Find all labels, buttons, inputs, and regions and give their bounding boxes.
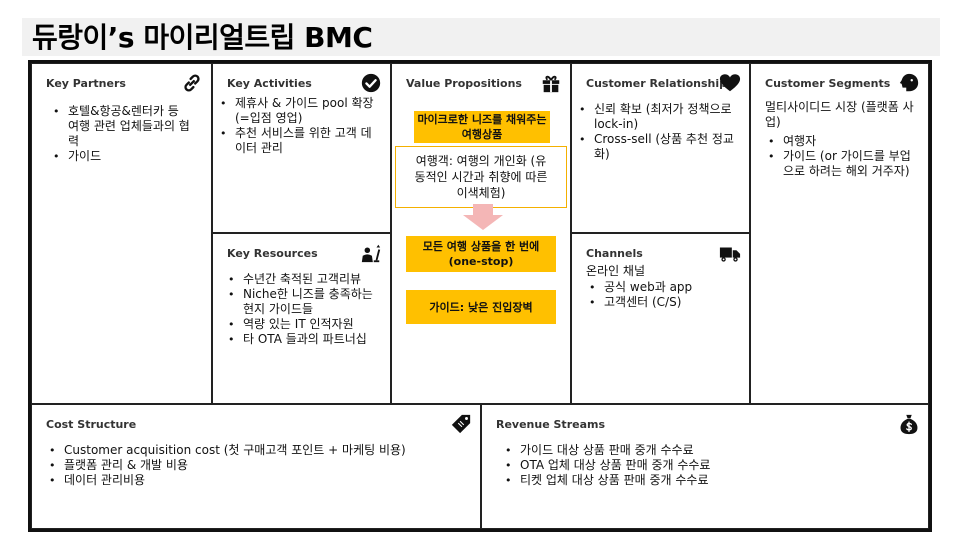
list-item: 여행자 <box>765 134 915 149</box>
channels-heading: Channels <box>586 247 643 260</box>
list-item: 수년간 축적된 고객리뷰 <box>225 272 377 287</box>
check-circle-icon <box>360 72 382 94</box>
key-activities-heading: Key Activities <box>227 77 312 90</box>
bmc-canvas: Key Partners 호텔&항공&렌터카 등 여행 관련 업체들과의 협력 … <box>28 60 932 532</box>
page-title: 듀랑이’s 마이리얼트립 BMC <box>32 21 373 54</box>
list-item: Niche한 니즈를 충족하는 현지 가이드들 <box>225 287 377 317</box>
cost-structure-block: Cost Structure Customer acquisition cost… <box>31 404 481 529</box>
key-resources-heading: Key Resources <box>227 247 318 260</box>
list-item: 타 OTA 들과의 파트너십 <box>225 332 377 347</box>
key-partners-heading: Key Partners <box>46 77 126 90</box>
cost-structure-list: Customer acquisition cost (첫 구매고객 포인트 + … <box>46 443 466 488</box>
list-item: 제휴사 & 가이드 pool 확장 (=입점 영업) <box>217 96 375 126</box>
value-propositions-block: Value Propositions 마이크로한 니즈를 채워주는 여행상품 여… <box>391 63 571 404</box>
value-onestop-box: 모든 여행 상품을 한 번에 (one-stop) <box>406 236 556 272</box>
list-item: 호텔&항공&렌터카 등 여행 관련 업체들과의 협력 <box>50 104 190 149</box>
down-arrow-icon <box>461 204 505 230</box>
value-highlight-box: 마이크로한 니즈를 채워주는 여행상품 <box>414 111 550 143</box>
key-activities-list: 제휴사 & 가이드 pool 확장 (=입점 영업) 추천 서비스를 위한 고객… <box>217 96 375 156</box>
list-item: 가이드 대상 상품 판매 중개 수수료 <box>502 443 902 458</box>
customer-segments-block: Customer Segments 멀티사이디드 시장 (플랫폼 사업) 여행자… <box>750 63 929 404</box>
face-icon <box>898 72 920 94</box>
gift-icon <box>540 72 562 94</box>
list-item: 추천 서비스를 위한 고객 데이터 관리 <box>217 126 375 156</box>
key-activities-block: Key Activities 제휴사 & 가이드 pool 확장 (=입점 영업… <box>212 63 391 233</box>
value-guide-box: 가이드: 낮은 진입장벽 <box>406 290 556 324</box>
cost-structure-heading: Cost Structure <box>46 418 137 431</box>
channels-intro: 온라인 채널 <box>586 264 646 278</box>
list-item: OTA 업체 대상 상품 판매 중개 수수료 <box>502 458 902 473</box>
channels-block: Channels 온라인 채널 공식 web과 app 고객센터 (C/S) <box>571 233 750 404</box>
heart-icon <box>719 72 741 94</box>
value-propositions-heading: Value Propositions <box>406 77 522 90</box>
list-item: Customer acquisition cost (첫 구매고객 포인트 + … <box>46 443 466 458</box>
list-item: 공식 web과 app <box>586 280 736 295</box>
customer-relationships-list: 신뢰 확보 (최저가 정책으로 lock-in) Cross-sell (상품 … <box>576 102 748 162</box>
revenue-streams-heading: Revenue Streams <box>496 418 606 431</box>
list-item: 티켓 업체 대상 상품 판매 중개 수수료 <box>502 473 902 488</box>
customer-segments-intro: 멀티사이디드 시장 (플랫폼 사업) <box>765 100 914 129</box>
key-partners-list: 호텔&항공&렌터카 등 여행 관련 업체들과의 협력 가이드 <box>50 104 190 164</box>
title-band <box>22 18 940 56</box>
customer-relationships-heading: Customer Relationships <box>586 77 734 90</box>
channels-list: 공식 web과 app 고객센터 (C/S) <box>586 280 736 310</box>
customer-relationships-block: Customer Relationships 신뢰 확보 (최저가 정책으로 l… <box>571 63 750 233</box>
list-item: 가이드 (or 가이드를 부업으로 하려는 해외 거주자) <box>765 149 915 179</box>
tag-icon <box>450 413 472 435</box>
worker-icon <box>360 242 382 264</box>
revenue-streams-block: Revenue Streams 가이드 대상 상품 판매 중개 수수료 OTA … <box>481 404 929 529</box>
key-resources-list: 수년간 축적된 고객리뷰 Niche한 니즈를 충족하는 현지 가이드들 역량 … <box>225 272 377 347</box>
list-item: 가이드 <box>50 149 190 164</box>
list-item: 신뢰 확보 (최저가 정책으로 lock-in) <box>576 102 748 132</box>
list-item: 데이터 관리비용 <box>46 473 466 488</box>
list-item: 역량 있는 IT 인적자원 <box>225 317 377 332</box>
value-description-box: 여행객: 여행의 개인화 (유동적인 시간과 취향에 따른 이색체험) <box>395 146 567 208</box>
money-bag-icon <box>898 413 920 435</box>
list-item: Cross-sell (상품 추천 정교화) <box>576 132 748 162</box>
customer-segments-heading: Customer Segments <box>765 77 891 90</box>
truck-icon <box>719 242 741 264</box>
key-partners-block: Key Partners 호텔&항공&렌터카 등 여행 관련 업체들과의 협력 … <box>31 63 212 404</box>
list-item: 플랫폼 관리 & 개발 비용 <box>46 458 466 473</box>
revenue-streams-list: 가이드 대상 상품 판매 중개 수수료 OTA 업체 대상 상품 판매 중개 수… <box>502 443 902 488</box>
list-item: 고객센터 (C/S) <box>586 295 736 310</box>
customer-segments-list: 여행자 가이드 (or 가이드를 부업으로 하려는 해외 거주자) <box>765 134 915 179</box>
key-resources-block: Key Resources 수년간 축적된 고객리뷰 Niche한 니즈를 충족… <box>212 233 391 404</box>
link-icon <box>181 72 203 94</box>
